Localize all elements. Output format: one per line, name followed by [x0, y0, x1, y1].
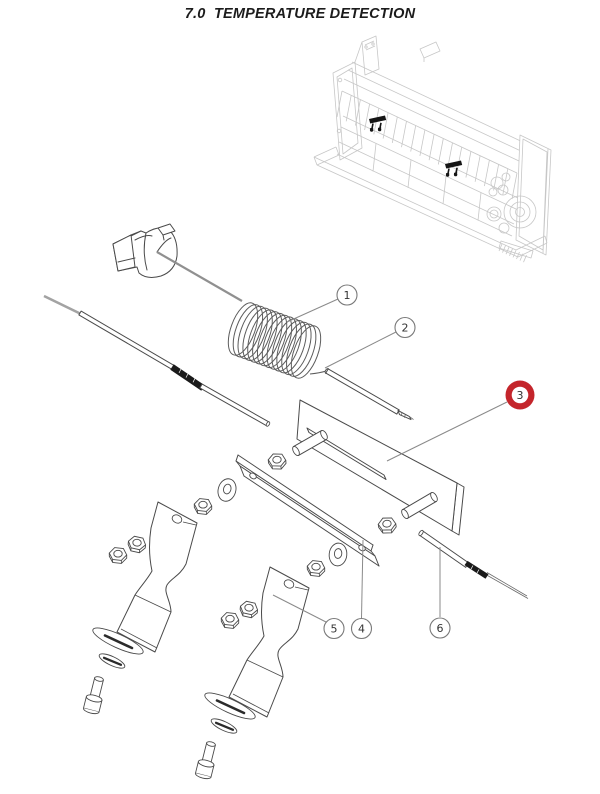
- sensor-probe: [324, 368, 414, 421]
- callout-5-label: 5: [331, 623, 338, 636]
- callout-2-label: 2: [402, 322, 409, 335]
- bracket-assembly-left: [81, 500, 199, 717]
- hex-nut: [267, 452, 287, 471]
- sensor-lead-rod: [418, 529, 529, 599]
- mounting-plate: [296, 399, 465, 536]
- callout-4: 4: [350, 617, 373, 640]
- flat-washer-upper: [214, 476, 240, 504]
- thermostat-body: [112, 223, 178, 278]
- machine-overview-drawing: [313, 35, 552, 263]
- bracket-assembly-right: [193, 565, 311, 782]
- page-title: 7.0 TEMPERATURE DETECTION: [184, 6, 416, 22]
- spacer-cylinder-upper: [292, 430, 328, 456]
- hex-nut: [238, 600, 259, 619]
- callout-1: 1: [336, 284, 358, 306]
- callout-2: 2: [394, 316, 416, 339]
- callout-leader-lines: [272, 298, 508, 623]
- callout-5: 5: [323, 617, 345, 640]
- callout-6-label: 6: [437, 622, 444, 635]
- callout-6: 6: [429, 617, 451, 639]
- hex-nut: [306, 560, 326, 577]
- callout-4-label: 4: [358, 623, 365, 636]
- hex-nut: [126, 535, 147, 554]
- sensor-clamp-location-1: [368, 114, 388, 133]
- spacer-cylinder-lower: [401, 492, 438, 519]
- callout-3-highlighted: 3: [505, 380, 535, 410]
- hex-nut: [193, 498, 213, 515]
- capillary-coil: [227, 302, 327, 379]
- flat-washer-lower: [327, 541, 349, 568]
- hex-nut: [108, 547, 128, 564]
- mounting-rail: [235, 454, 380, 567]
- hex-nut: [220, 612, 240, 629]
- callout-1-label: 1: [344, 289, 351, 302]
- capillary-line: [156, 251, 243, 302]
- hex-nut: [377, 516, 398, 535]
- capillary-probe-left: [43, 294, 271, 427]
- callout-3-label: 3: [517, 389, 524, 402]
